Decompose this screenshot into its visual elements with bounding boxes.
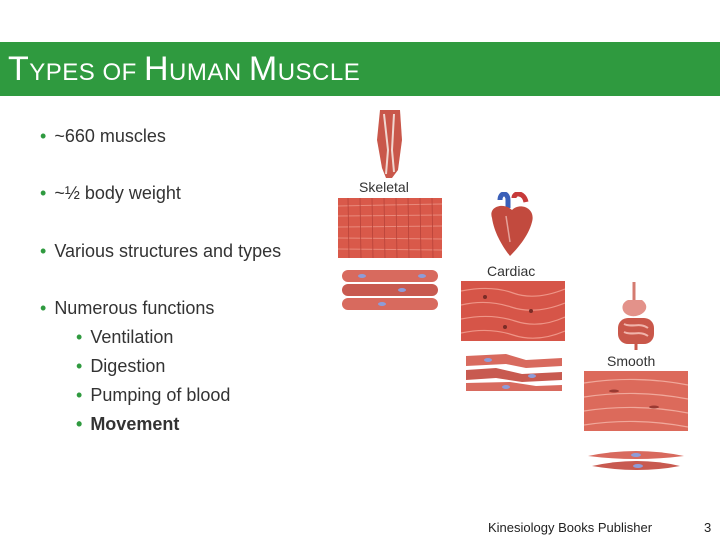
title-part: YPES [29, 58, 103, 86]
slide-title: TYPES OF HUMAN MUSCLE [8, 50, 360, 89]
title-part: T [8, 49, 30, 88]
smooth-label: Smooth [607, 353, 656, 369]
leg-muscle-illustration [377, 110, 402, 178]
title-part: M [248, 49, 278, 88]
cardiac-fiber-diagram [466, 354, 562, 391]
title-part: UMAN [169, 58, 249, 86]
skeletal-fiber-diagram [342, 270, 438, 310]
sub-bullet-item: Pumping of blood [76, 385, 230, 406]
heart-icon [491, 192, 533, 256]
bullet-item: ~660 muscles [40, 126, 166, 147]
digestive-tract-icon [618, 282, 654, 350]
title-bar: TYPES OF HUMAN MUSCLE [0, 42, 720, 96]
bullet-item: Numerous functions [40, 298, 214, 319]
sub-bullet-item: Ventilation [76, 327, 173, 348]
bullet-item: ~½ body weight [40, 183, 181, 204]
skeletal-tissue-image [338, 198, 442, 258]
title-part: H [143, 49, 170, 88]
cardiac-tissue-image [461, 281, 565, 341]
sub-bullet-item: Digestion [76, 356, 165, 377]
page-number: 3 [704, 520, 712, 535]
cardiac-label: Cardiac [487, 263, 536, 279]
footer-publisher: Kinesiology Books Publisher [488, 520, 653, 535]
title-part: OF [102, 58, 144, 86]
skeletal-label: Skeletal [359, 179, 409, 195]
bullet-item: Various structures and types [40, 241, 281, 262]
smooth-tissue-image [584, 371, 688, 431]
title-part: USCLE [277, 58, 361, 86]
sub-bullet-item: Movement [76, 414, 179, 435]
smooth-fiber-diagram [588, 451, 684, 470]
